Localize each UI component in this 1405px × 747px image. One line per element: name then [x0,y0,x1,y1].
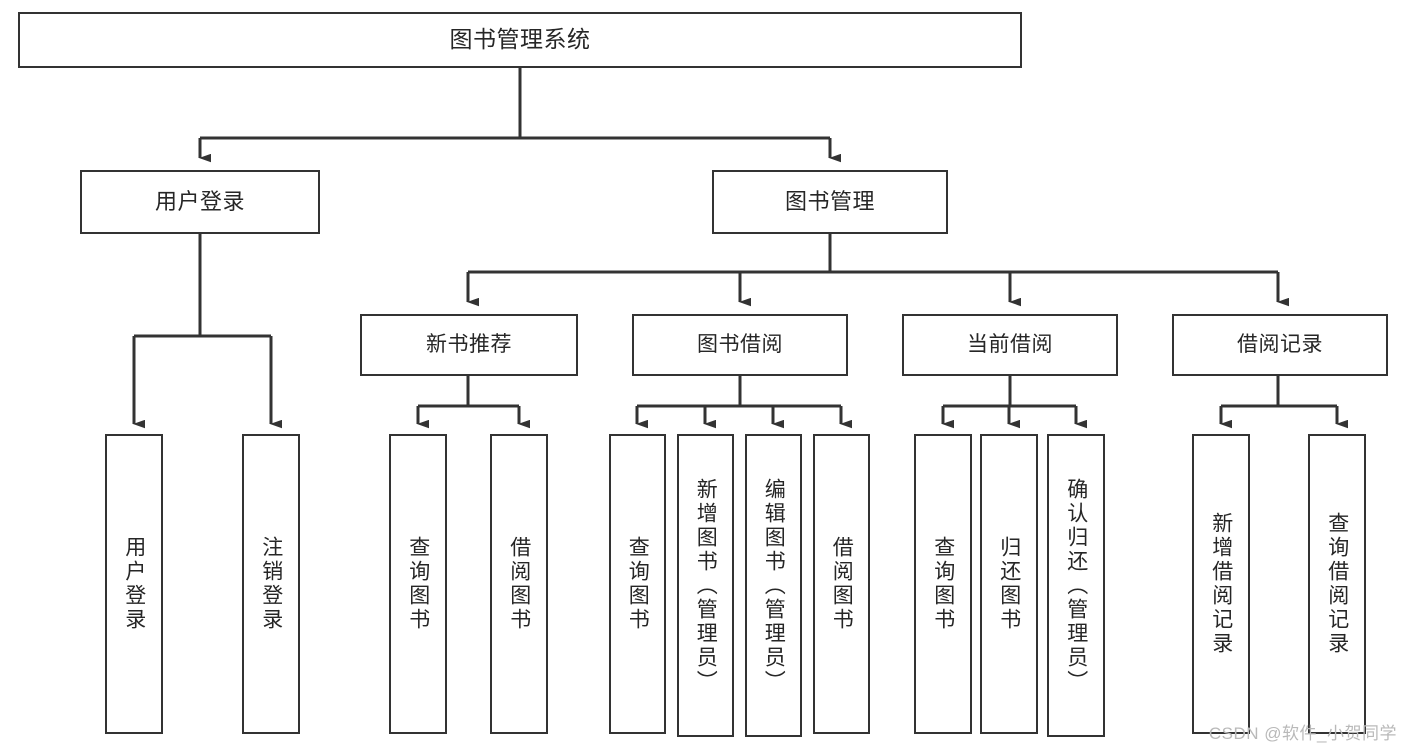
node-label: 查询图书 [931,536,955,632]
node-book-management-system[interactable]: 图书管理系统 [18,12,1022,68]
node-label: 确认归还（管理员） [1064,477,1088,694]
node-leaf-borrow-book-borrow[interactable]: 借阅图书 [813,434,870,734]
node-book-management[interactable]: 图书管理 [712,170,948,234]
node-leaf-confirm-return-admin[interactable]: 确认归还（管理员） [1047,434,1105,737]
node-label: 图书管理系统 [449,26,591,53]
node-label: 当前借阅 [967,332,1053,356]
node-label: 借阅图书 [507,536,531,632]
node-label: 借阅图书 [830,536,854,632]
node-label: 用户登录 [154,189,245,215]
node-label: 图书借阅 [697,332,783,356]
node-leaf-add-book-admin[interactable]: 新增图书（管理员） [677,434,734,737]
node-label: 归还图书 [997,536,1021,632]
node-new-book-recommend[interactable]: 新书推荐 [360,314,578,376]
node-borrow-record[interactable]: 借阅记录 [1172,314,1388,376]
node-label: 借阅记录 [1237,332,1323,356]
node-label: 查询图书 [406,536,430,632]
node-leaf-logout-login[interactable]: 注销登录 [242,434,300,734]
node-label: 注销登录 [259,536,283,632]
node-label: 新增借阅记录 [1209,512,1233,656]
node-leaf-return-book[interactable]: 归还图书 [980,434,1038,734]
node-leaf-query-book-current[interactable]: 查询图书 [914,434,972,734]
node-leaf-user-login[interactable]: 用户登录 [105,434,163,734]
node-user-login[interactable]: 用户登录 [80,170,320,234]
node-label: 查询图书 [626,536,650,632]
node-label: 查询借阅记录 [1325,512,1349,656]
node-label: 新书推荐 [426,332,512,356]
node-current-borrow[interactable]: 当前借阅 [902,314,1118,376]
node-label: 图书管理 [784,189,875,215]
node-book-borrow[interactable]: 图书借阅 [632,314,848,376]
node-label: 编辑图书（管理员） [762,477,786,694]
node-leaf-edit-book-admin[interactable]: 编辑图书（管理员） [745,434,802,737]
node-label: 新增图书（管理员） [694,477,718,694]
node-leaf-add-borrow-record[interactable]: 新增借阅记录 [1192,434,1250,734]
node-label: 用户登录 [122,536,146,632]
node-leaf-query-borrow-record[interactable]: 查询借阅记录 [1308,434,1366,734]
node-leaf-query-book-borrow[interactable]: 查询图书 [609,434,666,734]
node-leaf-borrow-book-recommend[interactable]: 借阅图书 [490,434,548,734]
node-leaf-query-book-recommend[interactable]: 查询图书 [389,434,447,734]
